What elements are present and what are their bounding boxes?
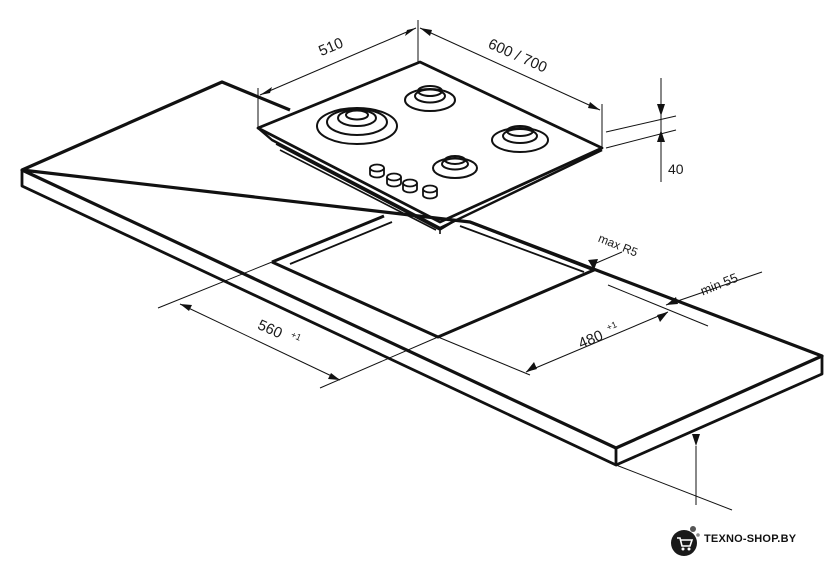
knob-3 xyxy=(402,178,418,194)
dim-510-line xyxy=(259,27,417,96)
burner-large xyxy=(316,107,398,145)
countertop-front-face xyxy=(20,170,618,467)
dim-560-line xyxy=(179,303,341,381)
dim-480-value: 480 xyxy=(576,327,606,352)
countertop-top-outline xyxy=(20,80,824,450)
dim-600-line xyxy=(419,27,601,111)
dim-480-line xyxy=(525,311,669,373)
dim-600-700-label: 600 / 700 xyxy=(485,35,549,76)
cutout xyxy=(271,214,596,339)
corner-radius-label: max R5 xyxy=(596,231,640,260)
hob-body xyxy=(275,143,461,234)
cutout-inner-edge xyxy=(289,221,585,273)
dim-560-label: 560 +1 xyxy=(255,316,303,342)
knob-4 xyxy=(422,184,438,200)
watermark-text: TEXNO-SHOP.BY xyxy=(704,533,797,545)
leader-r5 xyxy=(593,251,623,265)
cutout-outline xyxy=(271,214,596,339)
countertop-side-face xyxy=(615,356,824,467)
shop-watermark: TEXNO-SHOP.BY xyxy=(668,523,836,559)
dimension-arrows xyxy=(180,28,700,446)
burner-right xyxy=(491,125,549,153)
knob-2 xyxy=(386,172,402,188)
dim-510-label: 510 xyxy=(316,34,346,59)
dim-560-value: 560 xyxy=(255,316,285,342)
countertop xyxy=(20,80,824,467)
dim-55-line xyxy=(665,271,763,306)
dim-40-label: 40 xyxy=(668,161,684,177)
burner-front xyxy=(432,155,478,179)
control-knobs xyxy=(369,163,438,200)
burner-back xyxy=(404,85,456,112)
dim-560-tolerance: +1 xyxy=(289,329,302,342)
hob-front-edge xyxy=(257,127,603,230)
dim-480-tolerance: +1 xyxy=(605,319,618,332)
min-55-label: min 55 xyxy=(698,270,740,299)
dim-480-label: 480 +1 xyxy=(576,319,618,352)
dimension-lines xyxy=(157,20,763,511)
cart-logo-icon xyxy=(671,526,700,556)
knob-1 xyxy=(369,163,385,179)
hob-body-bottom xyxy=(279,149,437,231)
